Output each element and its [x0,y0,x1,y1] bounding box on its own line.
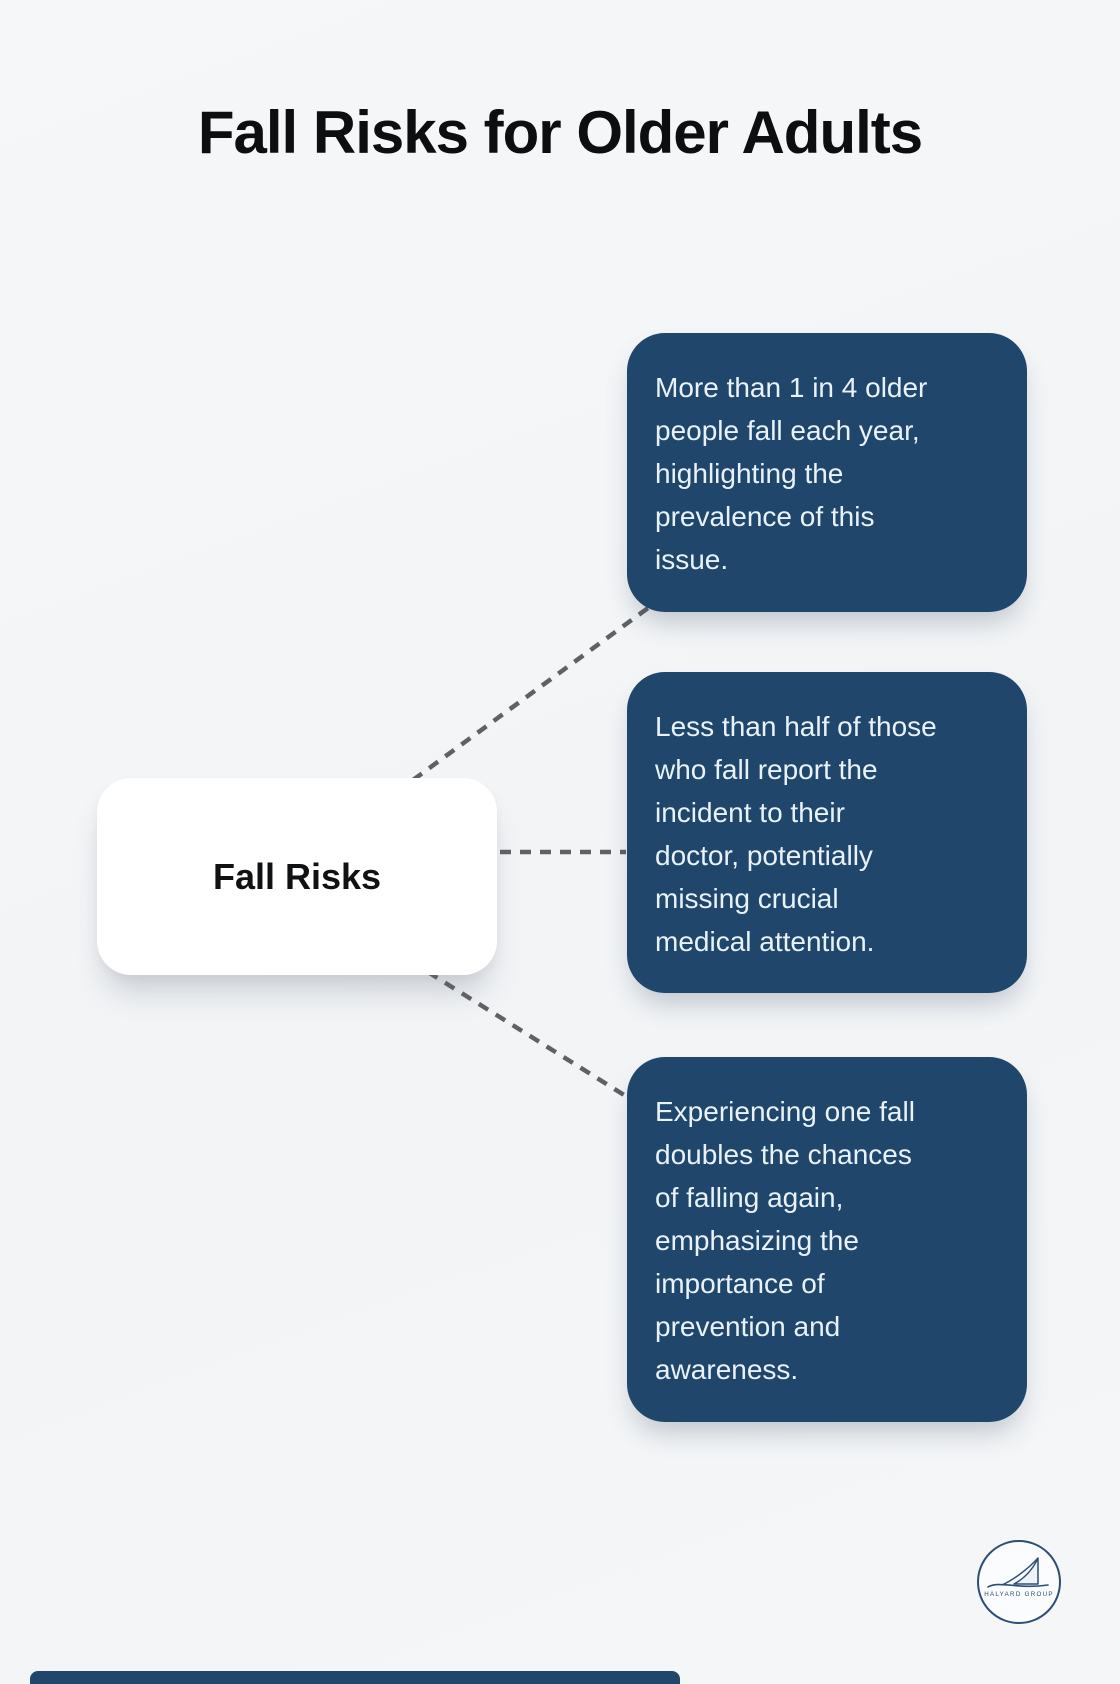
connector-bottom [426,970,634,1102]
page-title: Fall Risks for Older Adults [197,99,923,166]
branch-card-text: More than 1 in 4 older people fall each … [655,372,928,575]
connector-top [411,606,650,782]
center-node-label: Fall Risks [212,855,382,897]
sailboat-mast-icon [1001,1557,1039,1586]
sailboat-sail-icon [1013,1557,1039,1585]
branch-card-reporting: Less than half of those who fall report … [627,672,1027,993]
branch-card-prevalence: More than 1 in 4 older people fall each … [627,333,1027,612]
branch-card-text: Less than half of those who fall report … [655,711,937,957]
sailboat-hull-icon [987,1583,1049,1588]
branch-card-recurrence: Experiencing one fall doubles the chance… [627,1057,1027,1422]
bottom-accent-bar [30,1671,680,1684]
center-node: Fall Risks [97,778,497,975]
halyard-group-logo: HALYARD GROUP [977,1540,1061,1624]
logo-wordmark: HALYARD GROUP [984,1591,1054,1598]
branch-card-text: Experiencing one fall doubles the chance… [655,1096,915,1385]
